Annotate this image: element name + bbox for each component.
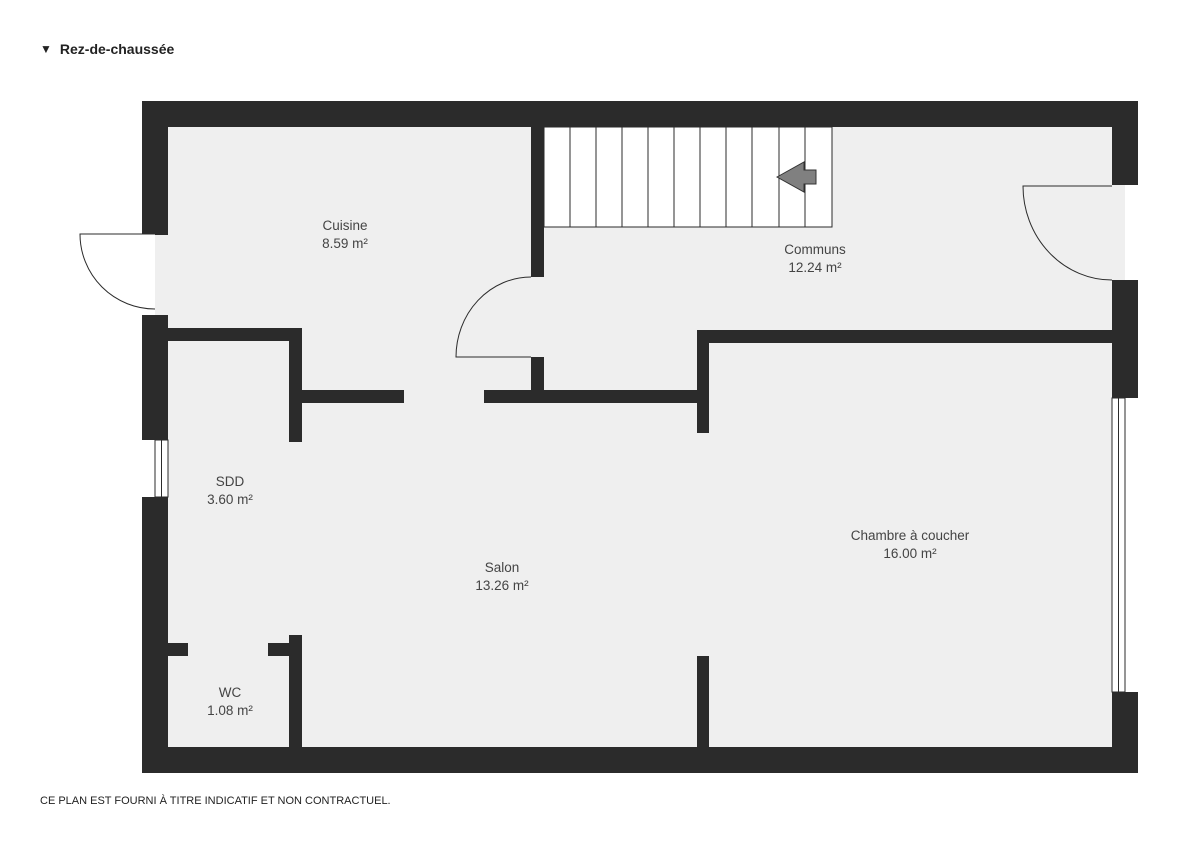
- level-header[interactable]: ▼ Rez-de-chaussée: [40, 41, 174, 57]
- wall-interior: [697, 330, 1112, 343]
- room-name: WC: [219, 685, 242, 700]
- triangle-down-icon: ▼: [40, 42, 52, 56]
- room-area: 16.00 m²: [883, 546, 937, 561]
- wall-left: [142, 497, 168, 773]
- room-sdd: SDD 3.60 m²: [207, 474, 253, 507]
- window-left: [154, 439, 169, 498]
- room-area: 8.59 m²: [322, 236, 368, 251]
- wall-right: [1112, 280, 1138, 398]
- disclaimer: CE PLAN EST FOURNI À TITRE INDICATIF ET …: [40, 795, 391, 807]
- wall-interior: [531, 357, 544, 397]
- wall-right: [1112, 692, 1138, 773]
- wall-interior: [697, 330, 709, 433]
- door-entrance-left: [79, 233, 156, 310]
- wall-interior: [484, 390, 709, 403]
- room-area: 13.26 m²: [475, 578, 529, 593]
- door-entrance-right: [1022, 185, 1113, 281]
- window-right: [1111, 397, 1126, 693]
- wall-interior: [168, 643, 188, 656]
- wall-right: [1112, 101, 1138, 185]
- door-kitchen: [455, 276, 532, 358]
- wall-interior: [289, 635, 302, 747]
- room-name: Salon: [485, 560, 520, 575]
- walls: [142, 101, 1138, 773]
- wall-interior: [302, 390, 404, 403]
- level-title: Rez-de-chaussée: [59, 41, 175, 57]
- wall-left: [142, 315, 168, 440]
- wall-interior: [697, 656, 709, 747]
- wall-interior: [289, 328, 302, 442]
- wall-bottom: [142, 747, 1138, 773]
- wall-top: [142, 101, 1138, 127]
- room-name: Cuisine: [322, 218, 367, 233]
- room-area: 12.24 m²: [788, 260, 842, 275]
- room-name: Chambre à coucher: [851, 528, 970, 543]
- wall-left: [142, 101, 168, 235]
- room-name: Communs: [784, 242, 846, 257]
- room-area: 3.60 m²: [207, 492, 253, 507]
- room-communs: Communs 12.24 m²: [784, 242, 846, 275]
- stair-direction-arrow-icon: [775, 161, 817, 193]
- room-name: SDD: [216, 474, 245, 489]
- floor: [155, 127, 1125, 747]
- room-salon: Salon 13.26 m²: [475, 560, 529, 593]
- room-cuisine: Cuisine 8.59 m²: [322, 218, 368, 251]
- wall-interior: [168, 328, 302, 341]
- wall-interior: [531, 127, 544, 277]
- room-chambre: Chambre à coucher 16.00 m²: [851, 528, 970, 561]
- room-area: 1.08 m²: [207, 703, 253, 718]
- room-wc: WC 1.08 m²: [207, 685, 253, 718]
